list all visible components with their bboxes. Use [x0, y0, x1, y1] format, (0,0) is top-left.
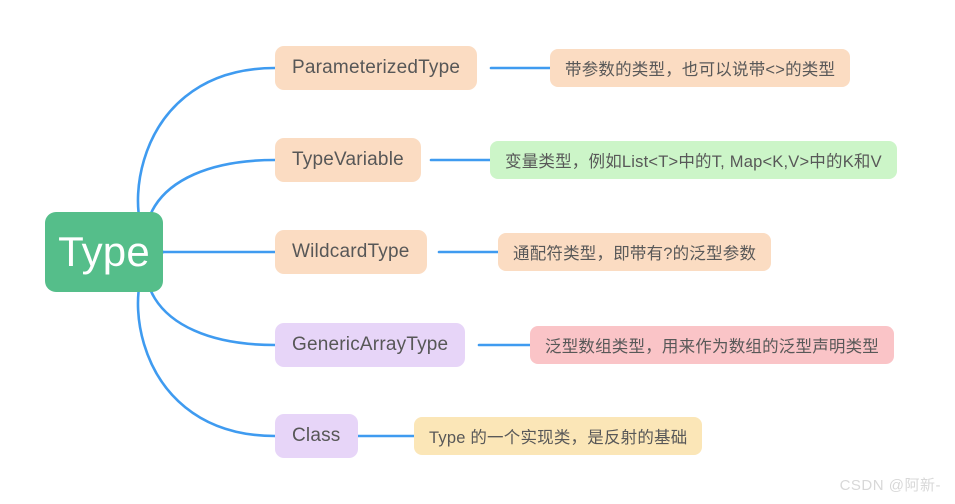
branch-node-wildcardtype[interactable]: WildcardType	[275, 230, 427, 274]
branch-node-typevariable[interactable]: TypeVariable	[275, 138, 421, 182]
description-typevariable[interactable]: 变量类型，例如List<T>中的T, Map<K,V>中的K和V	[490, 141, 897, 179]
description-parameterizedtype[interactable]: 带参数的类型，也可以说带<>的类型	[550, 49, 851, 87]
root-node-type[interactable]: Type	[45, 212, 163, 292]
branch-node-genericarraytype[interactable]: GenericArrayType	[275, 323, 466, 367]
branch-node-class[interactable]: Class	[275, 414, 358, 458]
edge-root-genericarraytype	[145, 250, 277, 347]
branch-node-parameterizedtype[interactable]: ParameterizedType	[275, 46, 478, 90]
watermark: CSDN @阿新-	[839, 477, 941, 494]
description-genericarraytype[interactable]: 泛型数组类型，用来作为数组的泛型声明类型	[530, 326, 894, 364]
description-class[interactable]: Type 的一个实现类，是反射的基础	[414, 417, 703, 455]
edge-root-typevariable	[145, 158, 277, 254]
description-wildcardtype[interactable]: 通配符类型，即带有?的泛型参数	[498, 233, 772, 271]
